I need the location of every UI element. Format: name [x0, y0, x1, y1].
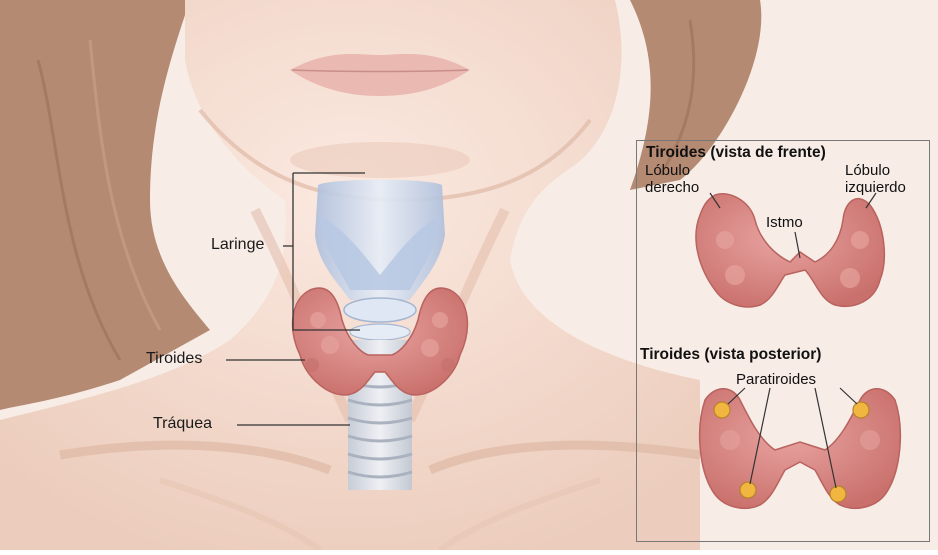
label-left-lobe-line1: Lóbulo — [845, 162, 890, 179]
inset-back-title: Tiroides (vista posterior) — [640, 346, 821, 364]
label-trachea: Tráquea — [153, 415, 212, 433]
label-larynx: Laringe — [211, 236, 264, 254]
inset-panel — [636, 140, 930, 542]
label-left-lobe-line2: izquierdo — [845, 179, 906, 196]
label-right-lobe-line1: Lóbulo — [645, 162, 690, 179]
label-thyroid: Tiroides — [146, 350, 202, 368]
label-parathyroids: Paratiroides — [736, 371, 816, 388]
inset-front-title: Tiroides (vista de frente) — [646, 144, 826, 162]
label-right-lobe-line2: derecho — [645, 179, 699, 196]
label-isthmus: Istmo — [766, 214, 803, 231]
